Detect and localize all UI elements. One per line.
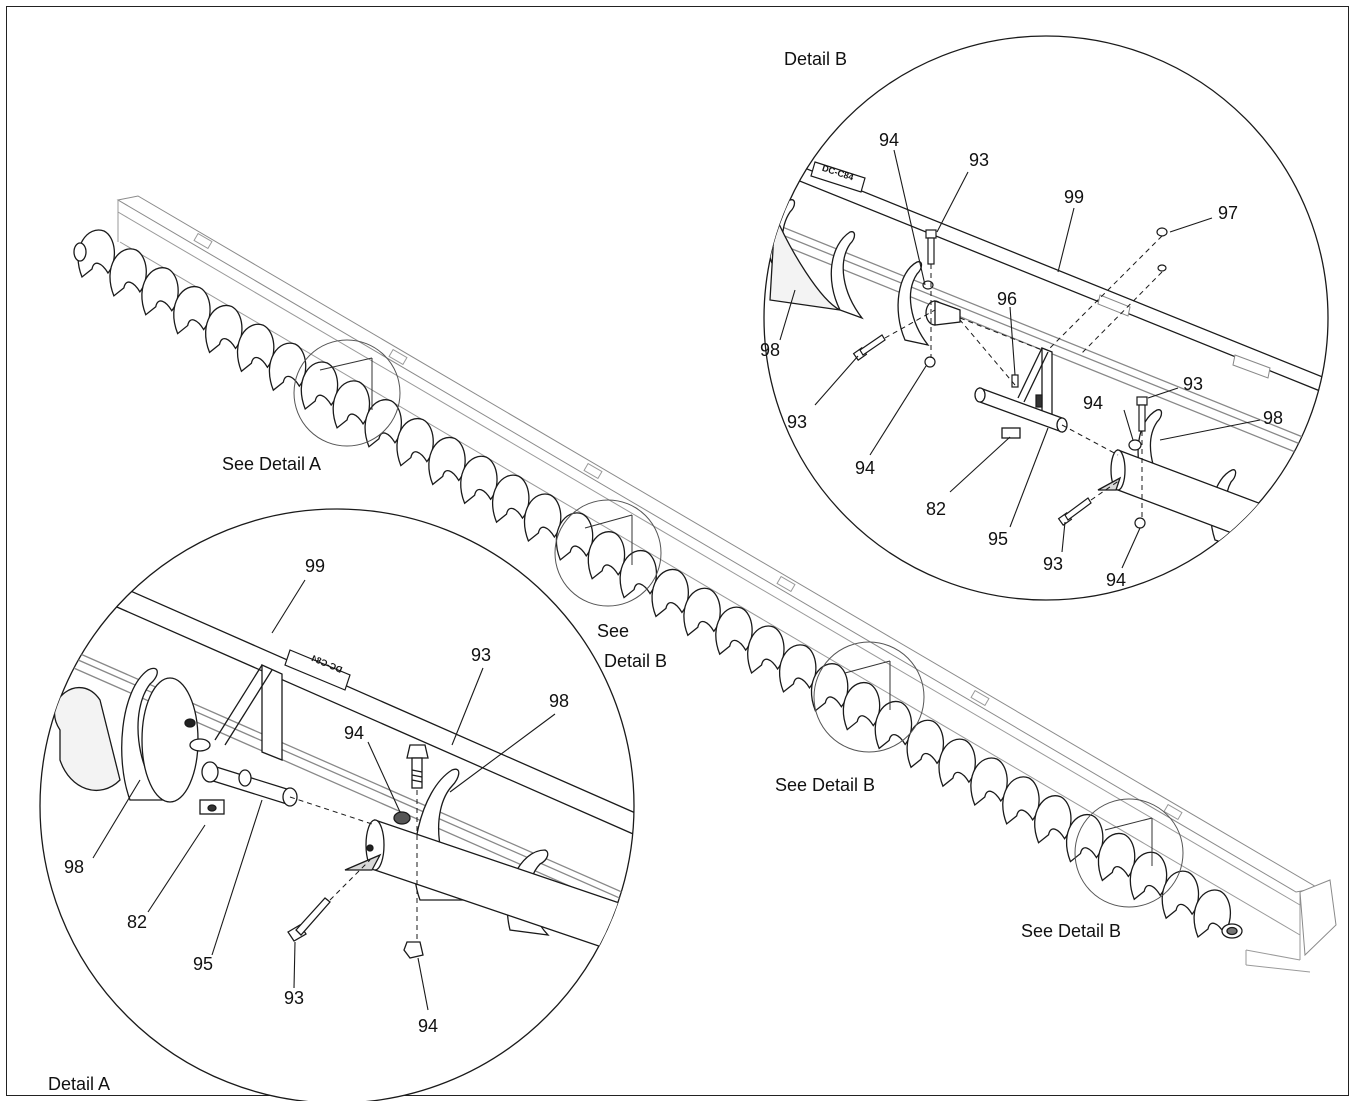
detail-a-leaders xyxy=(92,579,556,1011)
auger-flight xyxy=(268,342,307,392)
auger-flight xyxy=(300,361,339,411)
callout-99: 99 xyxy=(305,556,325,576)
callout-98: 98 xyxy=(1263,408,1283,428)
auger-flight xyxy=(236,323,275,373)
auger-flight xyxy=(587,531,626,580)
see-detail-a-label: See Detail A xyxy=(222,454,321,474)
callout-94: 94 xyxy=(879,130,899,150)
callout-96: 96 xyxy=(997,289,1017,309)
auger-tube-end xyxy=(73,242,1243,939)
auger-flight xyxy=(842,681,881,731)
auger-flight xyxy=(619,549,657,599)
auger-flight xyxy=(651,568,689,618)
auger-flight xyxy=(428,436,466,486)
detail-a-hardware xyxy=(287,744,429,959)
detail-circle-b-small-1 xyxy=(554,499,662,607)
auger-flight xyxy=(491,474,530,524)
auger-flight xyxy=(77,229,115,279)
auger-flight xyxy=(1002,776,1040,825)
detail-a-callouts: 99 93 98 94 98 82 95 93 94 xyxy=(64,556,569,1036)
detail-circle-b-small-3 xyxy=(1074,798,1184,908)
callout-93: 93 xyxy=(1043,554,1063,574)
callout-94: 94 xyxy=(418,1016,438,1036)
callout-95: 95 xyxy=(988,529,1008,549)
see-detail-b-label: See Detail B xyxy=(775,775,875,795)
callout-97: 97 xyxy=(1218,203,1238,223)
callout-98: 98 xyxy=(64,857,84,877)
detail-b-assembly-lines xyxy=(884,235,1163,518)
auger-flight xyxy=(555,512,594,561)
callout-98: 98 xyxy=(549,691,569,711)
detail-a-assembly-lines xyxy=(289,790,418,942)
callout-95: 95 xyxy=(193,954,213,974)
detail-a-drawing: DC-C84 xyxy=(53,559,634,961)
callout-94: 94 xyxy=(855,458,875,478)
callout-94: 94 xyxy=(1106,570,1126,590)
auger-flight xyxy=(204,304,243,354)
auger-flight xyxy=(364,399,402,448)
auger-flighting xyxy=(77,229,1231,939)
detail-a-hanger xyxy=(199,663,283,815)
auger-flight xyxy=(460,455,498,505)
auger-trough xyxy=(116,195,1337,973)
detail-a-title: Detail A xyxy=(48,1074,110,1094)
detail-circle-b-small-2 xyxy=(813,641,925,753)
detail-a-auger-tube xyxy=(344,811,634,961)
detail-a-bearing-tube xyxy=(184,718,298,807)
auger-flight xyxy=(1034,795,1072,844)
drawing-border xyxy=(6,6,1349,1096)
detail-b-circle xyxy=(763,35,1329,601)
callout-93: 93 xyxy=(471,645,491,665)
see-detail-b-label: See Detail B xyxy=(1021,921,1121,941)
see-detail-b-label-line2: Detail B xyxy=(604,651,667,671)
auger-flight xyxy=(938,738,976,788)
callout-82: 82 xyxy=(926,499,946,519)
detail-b-flange-tube xyxy=(925,300,961,326)
detail-a-circle xyxy=(39,508,635,1101)
auger-flight xyxy=(874,700,913,750)
trough-decals xyxy=(193,232,1183,821)
auger-flight xyxy=(1193,889,1231,939)
auger-flight xyxy=(715,606,753,656)
detail-b-leaders xyxy=(779,149,1261,569)
callout-93: 93 xyxy=(969,150,989,170)
detail-b-title: Detail B xyxy=(784,49,847,69)
auger-flight xyxy=(683,587,721,637)
auger-flight xyxy=(1097,832,1136,882)
auger-flight xyxy=(906,719,944,769)
auger-flight xyxy=(810,663,849,712)
detail-b-callouts: 94 93 99 97 96 98 93 94 93 94 98 82 95 9… xyxy=(760,130,1283,590)
auger-flight xyxy=(332,380,371,429)
auger-flight xyxy=(747,625,785,675)
auger-flight xyxy=(778,644,817,693)
callout-93: 93 xyxy=(1183,374,1203,394)
detail-captions: Detail B Detail A See Detail A See Detai… xyxy=(48,49,1121,1094)
callout-94: 94 xyxy=(1083,393,1103,413)
detail-b-hardware xyxy=(852,227,1168,529)
auger-flight xyxy=(523,493,562,543)
callout-82: 82 xyxy=(127,912,147,932)
callout-93: 93 xyxy=(787,412,807,432)
callout-99: 99 xyxy=(1064,187,1084,207)
auger-flight xyxy=(970,757,1008,807)
auger-flight xyxy=(141,267,179,316)
auger-flight xyxy=(396,417,434,467)
auger-flight xyxy=(1065,813,1104,863)
see-detail-b-label-line1: See xyxy=(597,621,629,641)
auger-flight xyxy=(109,248,147,297)
callout-94: 94 xyxy=(344,723,364,743)
auger-flight xyxy=(1161,870,1200,920)
callout-93: 93 xyxy=(284,988,304,1008)
detail-circle-a-small xyxy=(293,339,401,447)
detail-b-hanger xyxy=(974,347,1068,439)
callout-98: 98 xyxy=(760,340,780,360)
auger-flight xyxy=(173,285,211,335)
auger-flight xyxy=(1129,851,1168,901)
